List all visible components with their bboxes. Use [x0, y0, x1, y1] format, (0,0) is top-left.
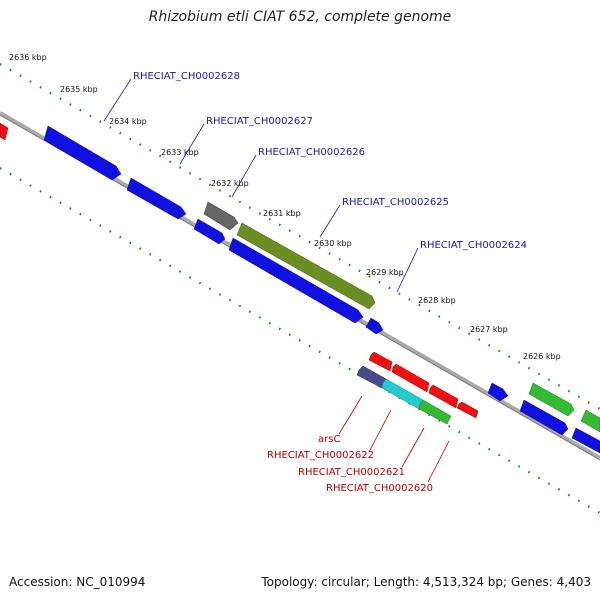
reverse-leader-lines: [338, 395, 450, 483]
gene-arrow-green-right: [528, 382, 575, 417]
topology-text: Topology: circular; Length: 4,513,324 bp…: [261, 575, 591, 589]
gene-arrow-red-2: [391, 363, 430, 393]
gene-label-2621: RHECIAT_CH0002621: [298, 467, 405, 478]
gene-arrow-blue-edge: [571, 427, 600, 454]
outer-tick-track: [0, 63, 600, 410]
gene-arrow-red-4: [456, 401, 479, 419]
gene-arrow-red-3: [428, 384, 459, 409]
gene-label-2625: RHECIAT_CH0002625: [342, 197, 449, 208]
tick-label-2629: 2629 kbp: [366, 268, 404, 277]
tick-label-2635: 2635 kbp: [60, 85, 98, 94]
forward-features: [0, 122, 600, 454]
map-title: Rhizobium etli CIAT 652, complete genome: [148, 9, 452, 25]
tick-label-2630: 2630 kbp: [314, 239, 352, 248]
gene-arrow-red-left-edge: [0, 122, 9, 141]
gene-arrow-2622: [381, 378, 424, 410]
forward-gene-labels: RHECIAT_CH0002628 RHECIAT_CH0002627 RHEC…: [133, 71, 527, 251]
tick-label-2633: 2633 kbp: [161, 148, 199, 157]
gene-arrow-2628: [43, 125, 122, 181]
gene-label-2627: RHECIAT_CH0002627: [206, 116, 313, 127]
tick-label-2627: 2627 kbp: [470, 325, 508, 334]
tick-label-2628: 2628 kbp: [418, 296, 456, 305]
gene-label-2628: RHECIAT_CH0002628: [133, 71, 240, 82]
tick-label-2626: 2626 kbp: [523, 352, 561, 361]
gene-arrow-2626-gray: [203, 201, 239, 231]
reverse-gene-labels: arsC RHECIAT_CH0002622 RHECIAT_CH0002621…: [267, 434, 433, 494]
gene-arrow-2625-olive: [236, 222, 376, 310]
forward-leader-lines: [103, 78, 419, 293]
gene-arrow-2627: [126, 177, 187, 220]
gene-arrow-arsC: [356, 365, 387, 389]
tick-label-2636: 2636 kbp: [9, 53, 47, 62]
accession-text: Accession: NC_010994: [9, 575, 146, 589]
gene-arrow-2621: [418, 399, 452, 425]
reverse-features: [356, 351, 479, 425]
gene-label-2626: RHECIAT_CH0002626: [258, 147, 365, 158]
gene-label-2624: RHECIAT_CH0002624: [420, 240, 527, 251]
inner-tick-track: [0, 167, 600, 514]
tick-labels: 2636 kbp 2635 kbp 2634 kbp 2633 kbp 2632…: [9, 53, 561, 361]
gene-arrow-small-2: [487, 382, 509, 402]
gene-arrow-2626-inner: [193, 218, 226, 245]
gene-arrow-blue-right: [519, 399, 569, 436]
tick-label-2634: 2634 kbp: [109, 117, 147, 126]
tick-label-2631: 2631 kbp: [263, 209, 301, 218]
gene-label-arsC: arsC: [318, 434, 340, 445]
gene-label-2620: RHECIAT_CH0002620: [326, 483, 433, 494]
gene-label-2622: RHECIAT_CH0002622: [267, 450, 374, 461]
gene-arrow-red-1: [368, 351, 393, 372]
gene-arrow-small-1: [365, 317, 384, 335]
tick-label-2632: 2632 kbp: [211, 179, 249, 188]
gene-arrow-2624: [228, 237, 364, 324]
gene-arrow-green-edge: [580, 409, 600, 433]
